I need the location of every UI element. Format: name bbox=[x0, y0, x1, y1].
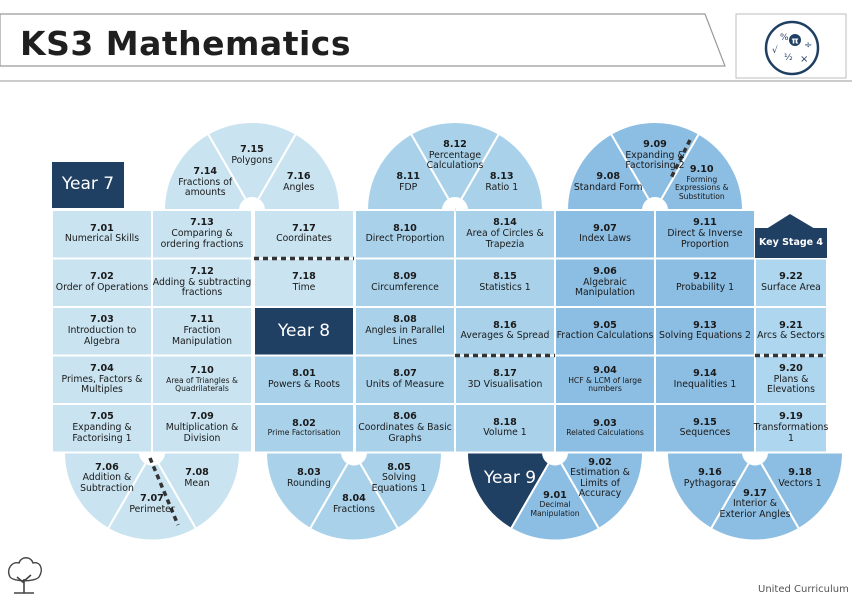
unit-tile-u801 bbox=[253, 354, 355, 405]
unit-tile-u815 bbox=[454, 257, 556, 308]
header-banner bbox=[0, 13, 726, 67]
unit-tile-u708 bbox=[156, 451, 242, 531]
unit-tile-u816 bbox=[454, 306, 556, 357]
unit-tile-u806 bbox=[354, 403, 456, 454]
unit-tile-u916 bbox=[665, 451, 751, 531]
maths-symbols-icon: π % ÷ ½ × √ bbox=[764, 20, 820, 76]
unit-tile-u712 bbox=[151, 257, 253, 308]
unit-tile-u912 bbox=[654, 257, 756, 308]
unit-tile-u703 bbox=[51, 306, 153, 357]
unit-tile-u817 bbox=[454, 354, 556, 405]
unit-tile-u804 bbox=[308, 461, 400, 542]
unit-tile-u906 bbox=[554, 257, 656, 308]
unit-tile-u903 bbox=[554, 403, 656, 454]
unit-tile-u905 bbox=[554, 306, 656, 357]
svg-text:½: ½ bbox=[784, 53, 793, 63]
unit-tile-u717 bbox=[253, 209, 355, 260]
unit-tile-u813 bbox=[459, 132, 545, 211]
unit-tile-u917 bbox=[709, 461, 801, 542]
unit-tile-y9 bbox=[465, 451, 551, 531]
unit-tile-u902 bbox=[559, 451, 645, 531]
unit-tile-u922 bbox=[754, 257, 828, 308]
unit-tile-u711 bbox=[151, 306, 253, 357]
unit-tile-u811 bbox=[365, 132, 451, 211]
year8-label-tile bbox=[253, 306, 355, 357]
unit-tile-u814 bbox=[454, 209, 556, 260]
unit-tile-u807 bbox=[354, 354, 456, 405]
unit-tile-u908 bbox=[565, 132, 651, 211]
unit-tile-u716 bbox=[256, 132, 342, 211]
svg-text:π: π bbox=[791, 37, 798, 47]
unit-tile-u702 bbox=[51, 257, 153, 308]
footer-brand: United Curriculum bbox=[758, 584, 849, 595]
divider-7-bottom bbox=[148, 457, 180, 526]
unit-tile-u713 bbox=[151, 209, 253, 260]
unit-tile-u802 bbox=[253, 403, 355, 454]
unit-tile-u920 bbox=[754, 354, 828, 405]
unit-tile-u705 bbox=[51, 403, 153, 454]
unit-tile-u915 bbox=[654, 403, 756, 454]
unit-tile-u707 bbox=[106, 461, 198, 542]
unit-tile-u911 bbox=[654, 209, 756, 260]
svg-text:√: √ bbox=[772, 45, 778, 56]
unit-tile-u919 bbox=[754, 403, 828, 454]
page-title: KS3 Mathematics bbox=[20, 24, 351, 63]
unit-tile-u704 bbox=[51, 354, 153, 405]
unit-tile-u810 bbox=[354, 209, 456, 260]
unit-tile-u715 bbox=[206, 121, 298, 201]
ks4-label-tile bbox=[755, 228, 827, 258]
unit-tile-u718 bbox=[253, 257, 355, 308]
header-bar: KS3 Mathematics π % ÷ ½ × √ bbox=[0, 0, 852, 82]
unit-tile-u710 bbox=[151, 354, 253, 405]
unit-tile-u812 bbox=[409, 121, 501, 201]
unit-tile-u803 bbox=[264, 451, 350, 531]
unit-tile-u921 bbox=[754, 306, 828, 357]
unit-tile-u808 bbox=[354, 306, 456, 357]
unit-tile-u809 bbox=[354, 257, 456, 308]
divider-9-top bbox=[668, 139, 692, 181]
unit-tile-u901 bbox=[509, 461, 601, 542]
unit-tile-u913 bbox=[654, 306, 756, 357]
unit-tile-u709 bbox=[151, 403, 253, 454]
unit-tile-u907 bbox=[554, 209, 656, 260]
svg-text:×: × bbox=[800, 54, 808, 65]
tree-logo-icon bbox=[8, 557, 42, 594]
unit-tile-u706 bbox=[62, 451, 148, 531]
svg-text:÷: ÷ bbox=[804, 40, 812, 51]
unit-tile-u910 bbox=[659, 132, 745, 211]
unit-tile-u904 bbox=[554, 354, 656, 405]
unit-tile-u914 bbox=[654, 354, 756, 405]
unit-tile-u909 bbox=[609, 121, 701, 201]
unit-tile-u701 bbox=[51, 209, 153, 260]
unit-tile-u805 bbox=[358, 451, 444, 531]
unit-tile-u714 bbox=[162, 132, 248, 211]
unit-tile-u818 bbox=[454, 403, 556, 454]
unit-tile-u918 bbox=[759, 451, 845, 531]
year7-label-tile bbox=[52, 162, 124, 208]
svg-text:%: % bbox=[780, 33, 789, 43]
